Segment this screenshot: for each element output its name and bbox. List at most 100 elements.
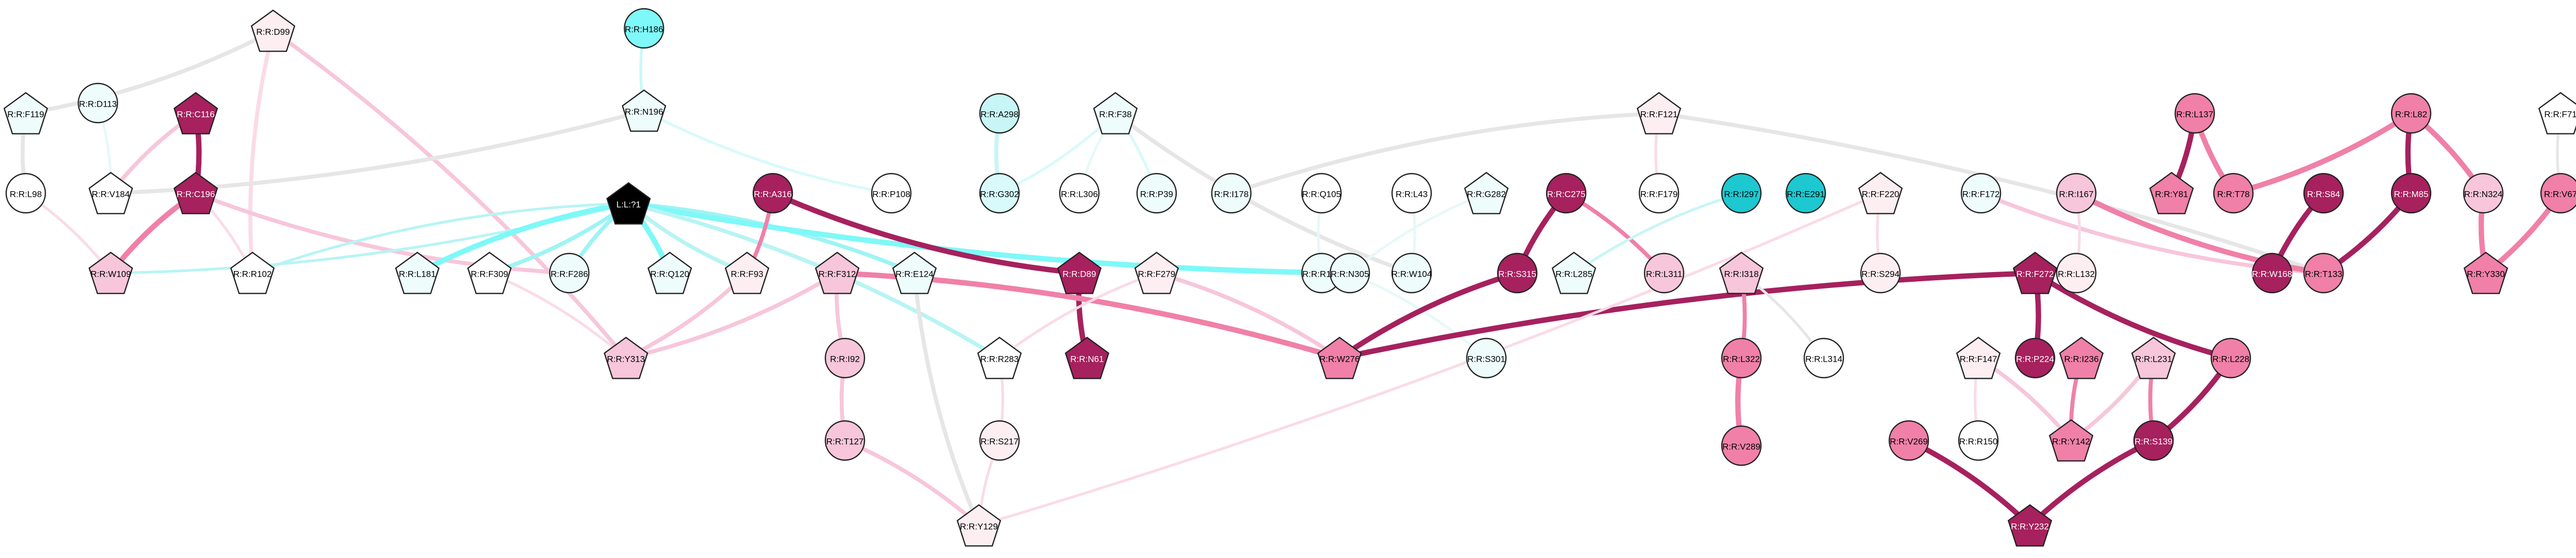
node-Q105[interactable]: R:R:Q105 — [1301, 173, 1342, 214]
edge-F279-W276 — [1155, 271, 1342, 360]
node-W168[interactable]: R:R:W168 — [2252, 252, 2292, 294]
node-R150[interactable]: R:R:R150 — [1958, 420, 1999, 461]
node-V67[interactable]: R:R:V67 — [2540, 173, 2576, 214]
node-L71[interactable]: L:L:?1 — [606, 182, 651, 225]
node-P224[interactable]: R:R:P224 — [2014, 337, 2056, 379]
node-F38[interactable]: R:R:F38 — [1093, 92, 1138, 134]
node-G302[interactable]: R:R:G302 — [979, 173, 1020, 214]
node-P39[interactable]: R:R:P39 — [1136, 173, 1177, 214]
node-S217[interactable]: R:R:S217 — [979, 420, 1020, 461]
node-F309[interactable]: R:R:F309 — [467, 251, 512, 294]
node-Y313[interactable]: R:R:Y313 — [603, 336, 649, 379]
node-L311[interactable]: R:R:L311 — [1643, 252, 1685, 294]
node-N196[interactable]: R:R:N196 — [621, 89, 667, 132]
node-F121[interactable]: R:R:F121 — [1636, 92, 1682, 134]
edge-L71-R102 — [251, 202, 630, 275]
node-Y232-shape — [2007, 504, 2053, 547]
node-L231[interactable]: R:R:L231 — [2131, 336, 2176, 379]
node-F220[interactable]: R:R:F220 — [1858, 172, 1903, 214]
node-T133[interactable]: R:R:T133 — [2303, 252, 2344, 294]
node-M85[interactable]: R:R:M85 — [2391, 173, 2432, 214]
node-I318[interactable]: R:R:I318 — [1719, 251, 1764, 294]
node-Y81[interactable]: R:R:Y81 — [2149, 172, 2194, 214]
node-F272[interactable]: R:R:F272 — [2012, 251, 2058, 294]
node-W104-label: R:R:W104 — [1392, 269, 1432, 279]
node-I92[interactable]: R:R:I92 — [824, 337, 866, 379]
node-C275[interactable]: R:R:C275 — [1546, 173, 1587, 214]
node-N305[interactable]: R:R:N305 — [1329, 252, 1370, 294]
node-F172[interactable]: R:R:F172 — [1960, 173, 2002, 214]
node-Y142[interactable]: R:R:Y142 — [2048, 419, 2094, 462]
node-N324[interactable]: R:R:N324 — [2463, 173, 2504, 214]
node-S294[interactable]: R:R:S294 — [1860, 252, 1901, 294]
node-S294-shape — [1860, 252, 1901, 294]
node-L181-shape — [395, 251, 440, 294]
node-S301[interactable]: R:R:S301 — [1466, 337, 1507, 379]
node-F179[interactable]: R:R:F179 — [1638, 173, 1680, 214]
node-T127-shape — [824, 420, 866, 461]
node-G282[interactable]: R:R:G282 — [1464, 172, 1509, 214]
node-D89[interactable]: R:R:D89 — [1057, 251, 1102, 294]
node-L132[interactable]: R:R:L132 — [2056, 252, 2097, 294]
node-S84[interactable]: R:R:S84 — [2303, 173, 2344, 214]
node-L181[interactable]: R:R:L181 — [395, 251, 440, 294]
node-A316[interactable]: R:R:A316 — [752, 173, 793, 214]
node-E124[interactable]: R:R:E124 — [892, 251, 937, 294]
node-I236[interactable]: R:R:I236 — [2059, 336, 2104, 379]
node-V184-shape — [88, 172, 133, 214]
node-R102[interactable]: R:R:R102 — [230, 251, 275, 294]
node-Q120[interactable]: R:R:Q120 — [647, 251, 692, 294]
node-L228[interactable]: R:R:L228 — [2210, 337, 2251, 379]
node-Y232[interactable]: R:R:Y232 — [2007, 504, 2053, 547]
node-C275-shape — [1546, 173, 1587, 214]
node-F220-label: R:R:F220 — [1862, 190, 1900, 199]
node-L137[interactable]: R:R:L137 — [2174, 93, 2215, 134]
node-F309-label: R:R:F309 — [471, 269, 509, 279]
node-T78[interactable]: R:R:T78 — [2213, 173, 2254, 214]
node-F119[interactable]: R:R:F119 — [3, 92, 48, 134]
node-S139[interactable]: R:R:S139 — [2133, 420, 2174, 461]
node-I167[interactable]: R:R:I167 — [2056, 173, 2097, 214]
node-Y330-label: R:R:Y330 — [2467, 269, 2505, 279]
node-F71[interactable]: R:R:F71 — [2538, 92, 2576, 134]
node-R283[interactable]: R:R:R283 — [977, 336, 1022, 379]
node-L314[interactable]: R:R:L314 — [1803, 337, 1844, 379]
node-L285[interactable]: R:R:L285 — [1551, 251, 1597, 294]
node-L98[interactable]: R:R:L98 — [5, 173, 46, 214]
node-Y330[interactable]: R:R:Y330 — [2463, 251, 2509, 294]
node-D99[interactable]: R:R:D99 — [250, 9, 296, 52]
node-N61[interactable]: R:R:N61 — [1064, 336, 1110, 379]
edge-G282-N305 — [1348, 192, 1488, 275]
node-F286[interactable]: R:R:F286 — [549, 252, 590, 294]
node-S315[interactable]: R:R:S315 — [1497, 252, 1538, 294]
node-V184[interactable]: R:R:V184 — [88, 172, 133, 214]
node-E124-label: R:R:E124 — [895, 269, 934, 279]
node-H186[interactable]: R:R:H186 — [623, 8, 665, 49]
node-W104[interactable]: R:R:W104 — [1392, 252, 1432, 294]
node-C116[interactable]: R:R:C116 — [173, 92, 218, 134]
node-W109[interactable]: R:R:W109 — [88, 251, 133, 294]
node-A298[interactable]: R:R:A298 — [979, 93, 1020, 134]
node-N305-shape — [1329, 252, 1370, 294]
node-W276[interactable]: R:R:W276 — [1317, 336, 1362, 379]
node-I297[interactable]: R:R:I297 — [1721, 173, 1762, 214]
node-V289[interactable]: R:R:V289 — [1721, 425, 1762, 466]
node-T127[interactable]: R:R:T127 — [824, 420, 866, 461]
node-E291[interactable]: R:R:E291 — [1785, 173, 1826, 214]
node-F312[interactable]: R:R:F312 — [815, 251, 860, 294]
node-D113[interactable]: R:R:D113 — [77, 82, 118, 124]
node-P108[interactable]: R:R:P108 — [871, 173, 912, 214]
node-V269[interactable]: R:R:V269 — [1888, 420, 1929, 461]
node-L322[interactable]: R:R:L322 — [1721, 337, 1762, 379]
node-L306[interactable]: R:R:L306 — [1059, 173, 1100, 214]
node-F147-label: R:R:F147 — [1960, 354, 1997, 364]
node-L43[interactable]: R:R:L43 — [1391, 173, 1432, 214]
node-L82[interactable]: R:R:L82 — [2391, 93, 2432, 134]
node-F147[interactable]: R:R:F147 — [1956, 336, 2001, 379]
node-F279[interactable]: R:R:F279 — [1134, 251, 1179, 294]
node-I178[interactable]: R:R:I178 — [1211, 173, 1252, 214]
node-F93[interactable]: R:R:F93 — [724, 251, 770, 294]
edge-A316-D89 — [770, 190, 1082, 276]
node-C196[interactable]: R:R:C196 — [173, 172, 218, 214]
node-Y129[interactable]: R:R:Y129 — [956, 504, 1002, 547]
